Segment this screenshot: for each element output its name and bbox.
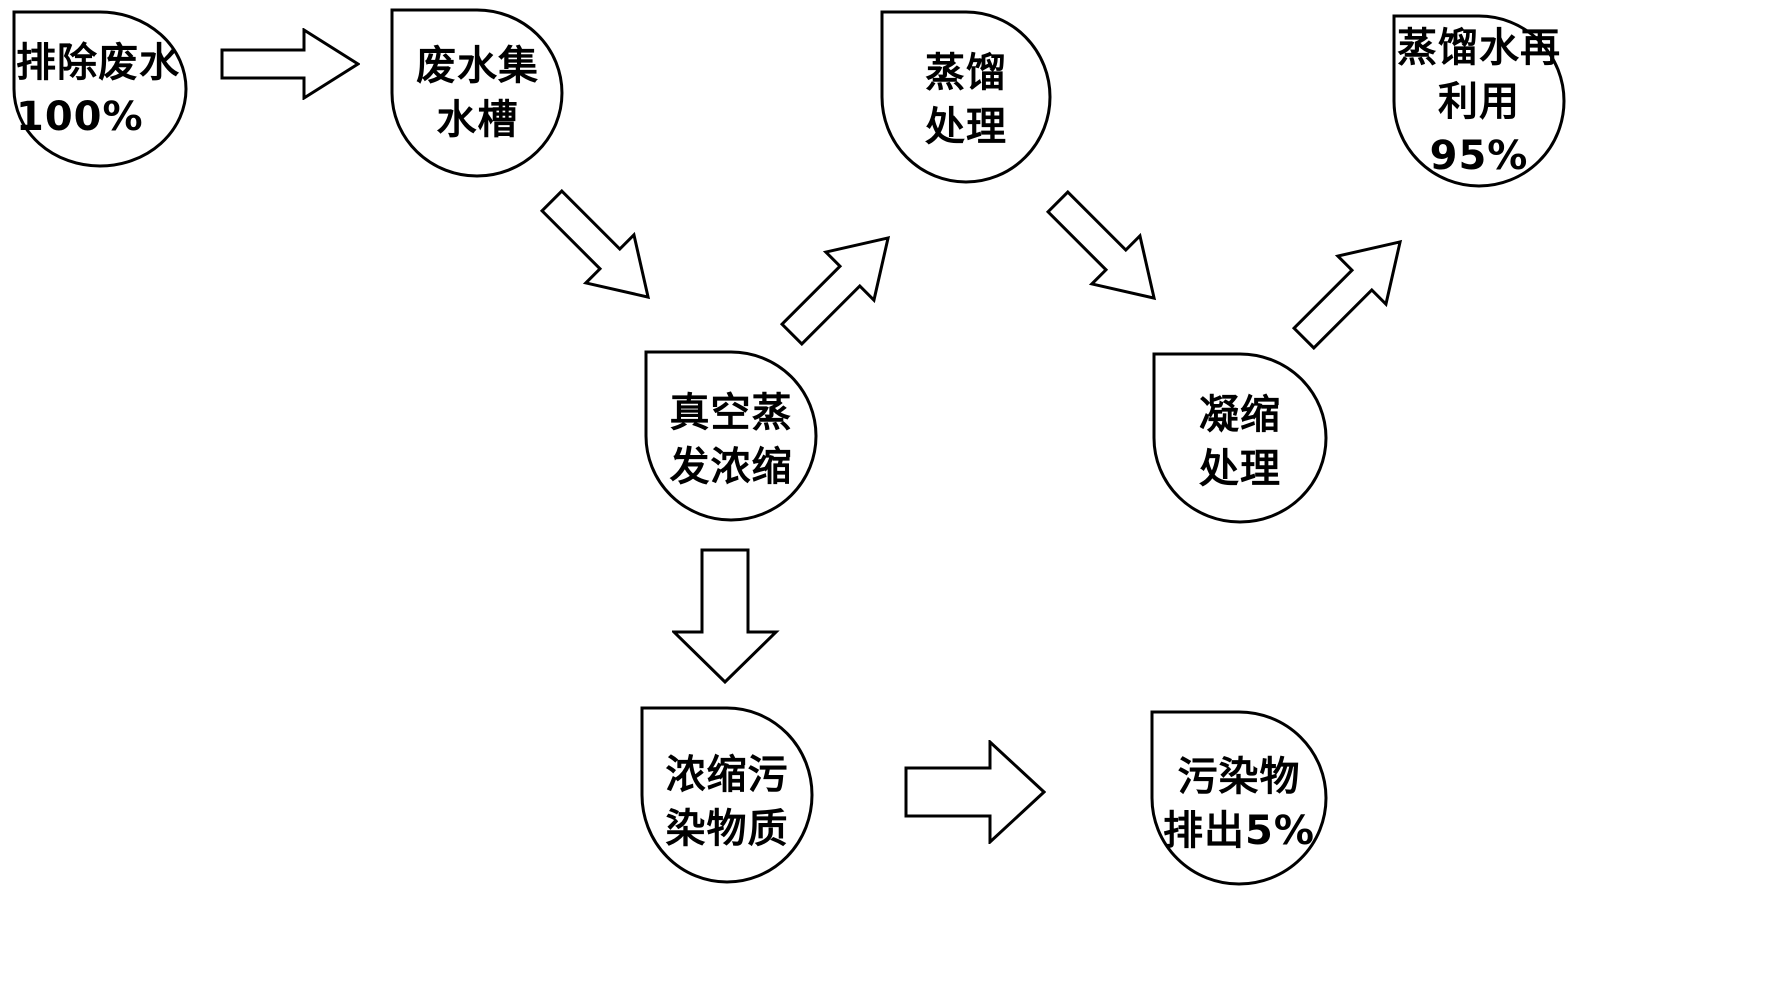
arrow-up-right-vacuum-to-distillation [780, 235, 891, 346]
node-label-line2: 100% [16, 94, 144, 140]
node-label-line1: 污染物 [1177, 754, 1301, 800]
arrow-right-pollutants-to-discharge [904, 740, 1046, 844]
node-discharge-wastewater: 排除废水 100% [12, 10, 188, 168]
drop-shape [880, 10, 1052, 184]
node-label-line2: 发浓缩 [669, 444, 793, 490]
node-label-line2: 利用95% [1429, 79, 1529, 179]
node-label-line2: 染物质 [665, 806, 789, 852]
drop-shape [644, 350, 818, 522]
arrow-down-right-tank-to-vacuum [540, 188, 651, 300]
node-label-line2: 排出5% [1163, 808, 1315, 854]
node-label-line1: 凝缩 [1199, 392, 1281, 438]
node-label-line1: 蒸馏 [925, 50, 1007, 96]
arrow-down-vacuum-to-pollutants [672, 548, 780, 684]
node-label-line1: 废水集 [416, 43, 539, 89]
node-pollutant-discharge: 污染物 排出5% [1150, 710, 1328, 886]
node-vacuum-evaporation: 真空蒸 发浓缩 [644, 350, 818, 522]
drop-shape [1150, 710, 1328, 886]
arrow-down-right-distillation-to-condensation [1046, 190, 1157, 301]
node-distilled-water-reuse: 蒸馏水再 利用95% [1392, 14, 1566, 188]
node-distillation: 蒸馏 处理 [880, 10, 1052, 184]
drop-shape [1152, 352, 1328, 524]
drop-shape [12, 10, 188, 168]
node-label-line2: 水槽 [436, 97, 519, 143]
node-label-line1: 真空蒸 [669, 390, 793, 436]
node-label-line2: 处理 [925, 104, 1007, 150]
node-label-line1: 排除废水 [16, 40, 180, 86]
node-label-line1: 蒸馏水再 [1397, 25, 1561, 71]
node-label-line1: 浓缩污 [665, 752, 789, 798]
node-collection-tank: 废水集 水槽 [390, 8, 565, 178]
node-condensation: 凝缩 处理 [1152, 352, 1328, 524]
arrow-right-discharge-to-tank [220, 28, 360, 100]
arrow-up-right-condensation-to-reuse [1292, 239, 1403, 350]
drop-shape [640, 706, 814, 884]
node-concentrated-pollutants: 浓缩污 染物质 [640, 706, 814, 884]
drop-shape [1392, 14, 1566, 188]
drop-shape [390, 8, 564, 178]
node-label-line2: 处理 [1199, 446, 1281, 492]
